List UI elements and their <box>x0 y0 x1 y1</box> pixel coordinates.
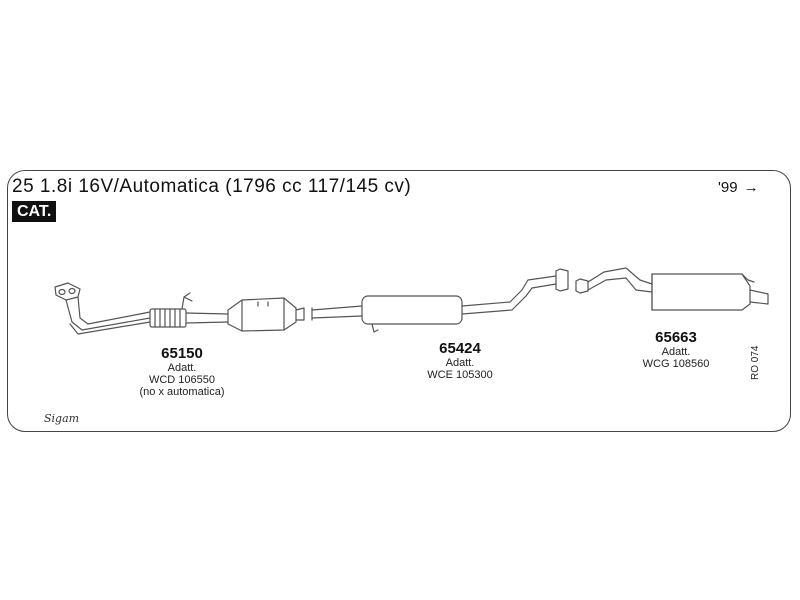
part-65150-label: 65150 Adatt. WCD 106550 (no x automatica… <box>140 345 225 398</box>
rear-inlet-pipe <box>587 267 653 293</box>
diagram-code: RO 074 <box>750 345 761 380</box>
year-label: '99 <box>718 179 738 196</box>
cat-badge: CAT. <box>12 201 57 222</box>
part-number: 65663 <box>655 329 697 346</box>
year-indicator: '99 → <box>718 179 759 196</box>
adapt-label: Adatt. <box>445 357 475 369</box>
hanger-shape <box>371 323 379 333</box>
silencer-body-shape <box>651 273 751 311</box>
catalyst-outlet-shape <box>295 307 305 321</box>
down-pipe-shape <box>77 296 151 325</box>
reference-code: WCG 108560 <box>642 358 710 370</box>
flange-hole-shape <box>58 288 66 296</box>
part-65424-label: 65424 Adatt. WCE 105300 <box>427 340 492 381</box>
adapt-label: Adatt. <box>661 346 691 358</box>
lambda-boss-shape <box>181 292 193 310</box>
diagram-frame <box>7 170 791 432</box>
part-note: (no x automatica) <box>139 386 225 398</box>
rear-inlet-flange <box>575 278 589 294</box>
brand-logo: Sigam <box>44 412 80 425</box>
adapt-label: Adatt. <box>167 362 197 374</box>
part-number: 65424 <box>439 340 481 357</box>
front-pipe-drawing <box>54 282 305 335</box>
down-pipe-shape <box>69 321 151 335</box>
mid-pipe-shape <box>185 312 229 324</box>
rear-silencer-drawing <box>575 267 769 311</box>
flange-hole-shape <box>68 287 76 295</box>
right-arrow-icon: → <box>743 179 759 196</box>
catalytic-converter-shape <box>227 297 297 332</box>
catalyst-details <box>257 301 269 307</box>
catalyst-seams <box>241 297 285 332</box>
silencer-hanger-shape <box>741 273 755 283</box>
flex-joint-ribs <box>154 308 181 328</box>
down-pipe-shape <box>65 299 151 331</box>
reference-code: WCD 106550 <box>148 374 216 386</box>
center-inlet-pipe <box>311 305 363 319</box>
reference-code: WCE 105300 <box>427 369 493 381</box>
tailpipe-shape <box>749 289 769 305</box>
part-65663-label: 65663 Adatt. WCG 108560 <box>643 329 710 370</box>
flex-joint-shape <box>149 308 187 328</box>
center-rear-flange <box>555 268 569 292</box>
vehicle-title: 25 1.8i 16V/Automatica (1796 cc 117/145 … <box>12 176 412 197</box>
center-pipe-drawing <box>311 268 569 333</box>
part-number: 65150 <box>161 345 203 362</box>
center-outlet-pipe <box>461 275 557 315</box>
resonator-shape <box>361 295 463 325</box>
